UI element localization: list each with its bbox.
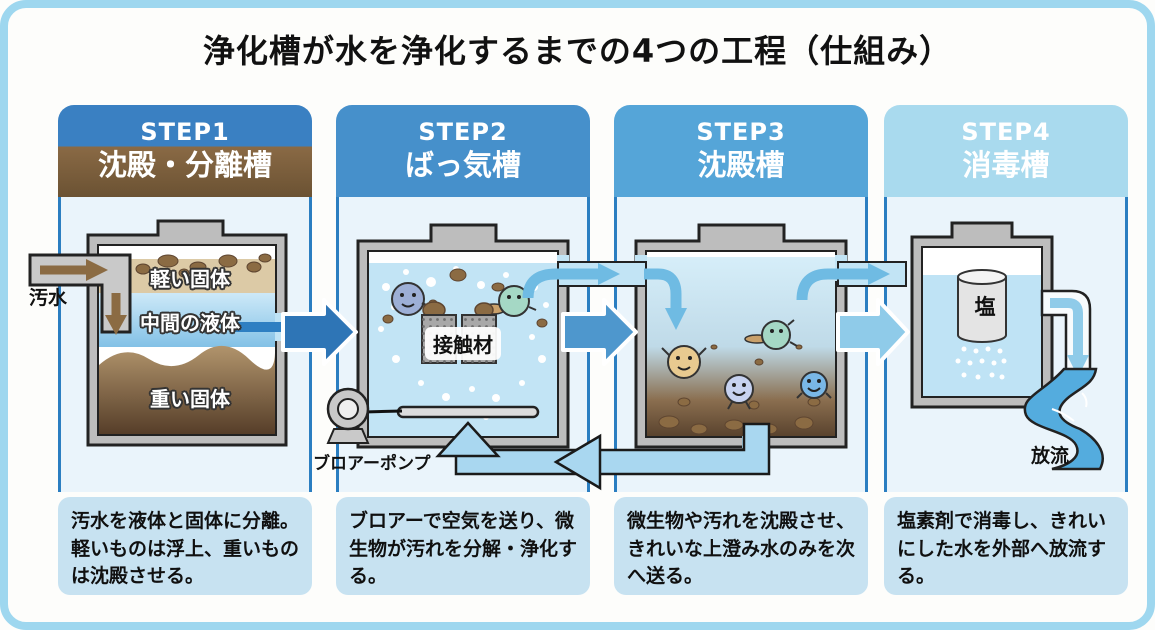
down-arrow-icon <box>105 315 127 335</box>
step1-header: STEP1 沈殿・分離槽 <box>58 105 312 197</box>
step3-tank-name: 沈殿槽 <box>697 148 785 183</box>
step2-body: 接触材 ブロアーポンプ <box>313 197 590 492</box>
microbe-blue2-icon <box>796 371 832 399</box>
step2-tank-name: ばっ気槽 <box>404 148 521 183</box>
blower-pump-label: ブロアーポンプ <box>313 454 431 474</box>
sewage-label: 汚水 <box>29 287 68 309</box>
step3-header: STEP3 沈殿槽 <box>614 105 868 197</box>
salt-label: 塩 <box>974 295 996 319</box>
step4-header: STEP4 消毒槽 <box>884 105 1128 197</box>
step1-panel: STEP1 沈殿・分離槽 <box>28 105 312 595</box>
microbe-tan-icon <box>661 345 707 379</box>
step2-header: STEP2 ばっ気槽 <box>336 105 590 197</box>
outlet-pipe <box>1040 289 1092 377</box>
step3-panel: STEP3 沈殿槽 <box>614 105 868 595</box>
step4-tank-illustration <box>910 221 1104 471</box>
step4-label: STEP4 <box>961 118 1051 147</box>
step3-body <box>614 197 868 492</box>
aeration-tube <box>396 405 540 419</box>
step4-panel: STEP4 消毒槽 <box>884 105 1128 595</box>
step4-body: 塩 放流 <box>884 197 1128 492</box>
stream-icon <box>1023 367 1104 471</box>
chlorine-cylinder-icon <box>957 269 1007 343</box>
settled-sludge <box>99 345 275 434</box>
step1-description: 汚水を液体と固体に分離。軽いものは浮上、重いものは沈殿させる。 <box>58 497 312 595</box>
step2-label: STEP2 <box>418 118 508 147</box>
step3-label: STEP3 <box>696 118 786 147</box>
microbe-beak-icon <box>744 319 798 350</box>
microbe-green-icon <box>474 285 537 318</box>
step3-description: 微生物や汚れを沈殿させ、きれいな上澄み水のみを次へ送る。 <box>614 497 868 595</box>
light-solids-label: 軽い固体 <box>150 267 230 291</box>
contact-material-label: 接触材 <box>425 327 501 360</box>
tank-1 <box>86 219 288 447</box>
discharge-arrow-icon <box>1067 355 1089 377</box>
chlorine-sprinkles <box>955 346 1007 380</box>
step1-tank-name: 沈殿・分離槽 <box>97 148 272 183</box>
step2-panel: STEP2 ばっ気槽 <box>313 105 590 595</box>
page-title: 浄化槽が水を浄化するまでの4つの工程（仕組み） <box>202 32 953 70</box>
blower-pump-icon <box>326 387 403 444</box>
step1-label: STEP1 <box>140 118 230 147</box>
middle-liquid-label: 中間の液体 <box>140 311 240 335</box>
step1-body: 汚水 軽い固体 中間の液体 重い固体 <box>28 197 312 492</box>
step1-tank-illustration <box>28 219 311 447</box>
tank-3 <box>634 223 848 449</box>
step4-description: 塩素剤で消毒し、きれいにした水を外部へ放流する。 <box>884 497 1128 595</box>
discharge-label: 放流 <box>1031 445 1070 467</box>
inflow-pipe <box>28 253 132 335</box>
microbe-periwinkle-icon <box>724 374 754 410</box>
inflow-arrow-icon <box>86 259 108 281</box>
step3-tank-illustration <box>634 223 848 449</box>
step4-tank-name: 消毒槽 <box>962 148 1050 183</box>
step2-description: ブロアーで空気を送り、微生物が汚れを分解・浄化する。 <box>336 497 590 595</box>
heavy-solids-label: 重い固体 <box>150 387 230 411</box>
